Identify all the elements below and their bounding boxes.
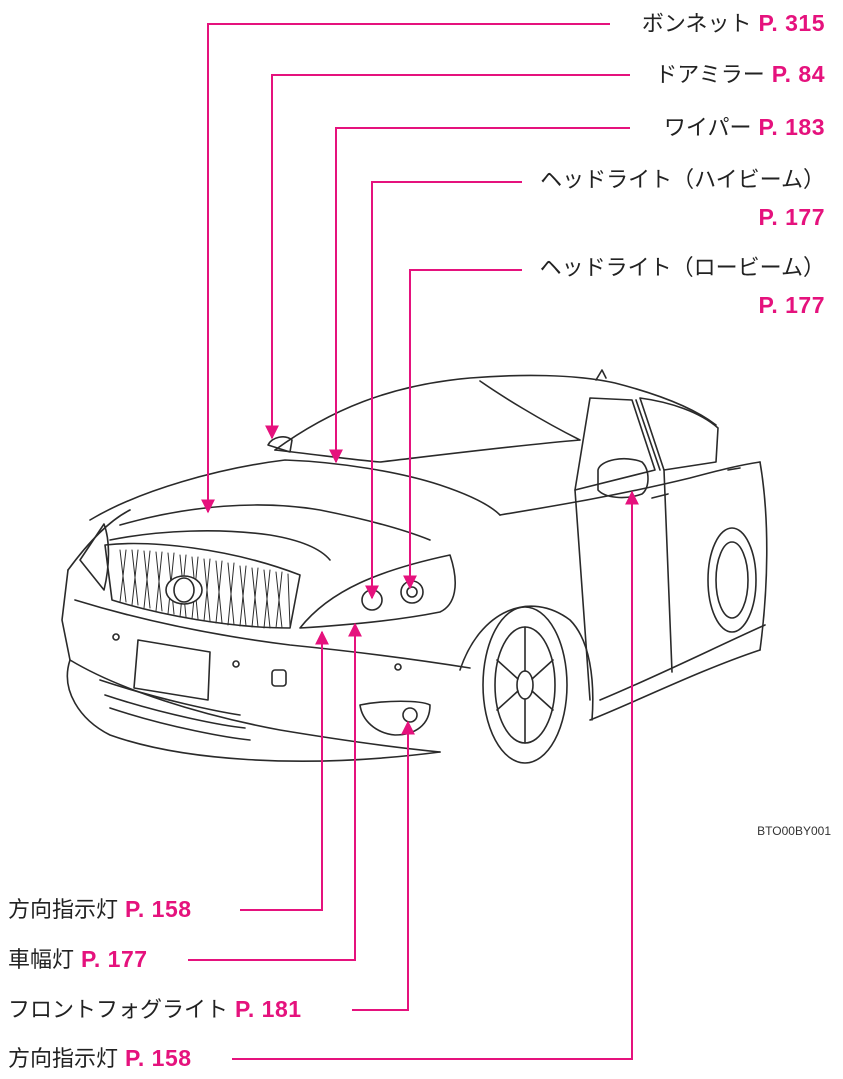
leader-lines-top <box>201 23 630 600</box>
leader-wiper <box>329 127 630 464</box>
label-lowbeam: ヘッドライト（ロービーム） <box>540 256 825 282</box>
label-wiper: ワイパー P. 183 <box>664 114 825 142</box>
car-side-windows <box>574 397 719 491</box>
car-illustration <box>61 369 768 764</box>
car-hood-crease <box>119 504 431 541</box>
label-wiper-page[interactable]: P. 183 <box>758 114 825 140</box>
label-bonnet-text: ボンネット <box>641 12 752 37</box>
leader-fog-light <box>352 720 415 1011</box>
label-turn-signal-front: 方向指示灯 P. 158 <box>8 896 192 924</box>
label-door-mirror: ドアミラー P. 84 <box>655 61 825 89</box>
car-side-body <box>499 461 766 721</box>
car-rear <box>759 461 768 651</box>
car-door-mirror-right <box>597 458 649 499</box>
car-grille-outline <box>104 542 301 629</box>
label-lowbeam-page-row: P. 177 <box>758 292 825 320</box>
car-hood <box>89 459 501 521</box>
leader-lowbeam <box>403 269 522 590</box>
label-lowbeam-page[interactable]: P. 177 <box>758 292 825 318</box>
car-rear-wheel <box>707 527 757 633</box>
car-hood-front-edge <box>109 530 331 561</box>
label-highbeam-page[interactable]: P. 177 <box>758 204 825 230</box>
label-turn-signal-front-page[interactable]: P. 158 <box>125 896 192 922</box>
car-roof-antenna <box>595 369 607 381</box>
label-highbeam-text: ヘッドライト（ハイビーム） <box>540 168 825 193</box>
car-left-headlight <box>79 523 110 591</box>
car-front-wheel <box>482 606 568 764</box>
label-highbeam-page-row: P. 177 <box>758 204 825 232</box>
leader-door-mirror <box>265 74 630 440</box>
leader-clearance-lamp <box>188 622 362 961</box>
label-wiper-text: ワイパー <box>663 116 752 141</box>
leader-lines-bottom <box>188 490 639 1060</box>
label-clearance-lamp-text: 車幅灯 <box>8 948 75 973</box>
label-turn-signal-front-text: 方向指示灯 <box>8 898 119 923</box>
label-turn-signal-mirror: 方向指示灯 P. 158 <box>8 1045 192 1073</box>
car-front-face <box>61 569 441 753</box>
label-door-mirror-page[interactable]: P. 84 <box>771 61 825 87</box>
leader-highbeam <box>365 181 522 600</box>
car-emblem <box>165 575 203 605</box>
car-lowbeam-lens <box>400 580 424 604</box>
car-front-fender <box>459 605 594 721</box>
label-lowbeam-text: ヘッドライト（ロービーム） <box>539 256 825 281</box>
car-door-line <box>574 469 673 701</box>
label-door-mirror-text: ドアミラー <box>655 63 765 88</box>
car-door-handle <box>651 467 741 499</box>
car-b-pillar <box>635 399 661 471</box>
label-clearance-lamp-page[interactable]: P. 177 <box>81 946 148 972</box>
car-door-mirror-left <box>267 436 293 453</box>
leader-turn-signal-front <box>240 630 329 911</box>
car-foglight <box>359 700 431 736</box>
car-right-headlight <box>299 554 456 629</box>
label-bonnet: ボンネット P. 315 <box>642 10 825 38</box>
car-front-upper <box>67 509 131 571</box>
label-turn-signal-mirror-page[interactable]: P. 158 <box>125 1045 192 1071</box>
leader-turn-signal-mirror <box>232 490 639 1060</box>
label-clearance-lamp: 車幅灯 P. 177 <box>8 946 148 974</box>
car-license-plate <box>133 639 211 701</box>
car-lower-intake <box>99 679 251 741</box>
label-turn-signal-mirror-text: 方向指示灯 <box>8 1047 119 1072</box>
image-code: BTO00BY001 <box>757 824 831 838</box>
car-grille-bars <box>119 549 291 629</box>
leader-bonnet <box>201 23 610 514</box>
label-fog-light-text: フロントフォグライト <box>8 998 229 1023</box>
label-bonnet-page[interactable]: P. 315 <box>758 10 825 36</box>
label-fog-light-page[interactable]: P. 181 <box>235 996 302 1022</box>
car-roof <box>274 374 717 451</box>
label-fog-light: フロントフォグライト P. 181 <box>8 996 302 1024</box>
car-bumper-line <box>74 599 471 669</box>
label-highbeam: ヘッドライト（ハイビーム） <box>540 168 825 194</box>
